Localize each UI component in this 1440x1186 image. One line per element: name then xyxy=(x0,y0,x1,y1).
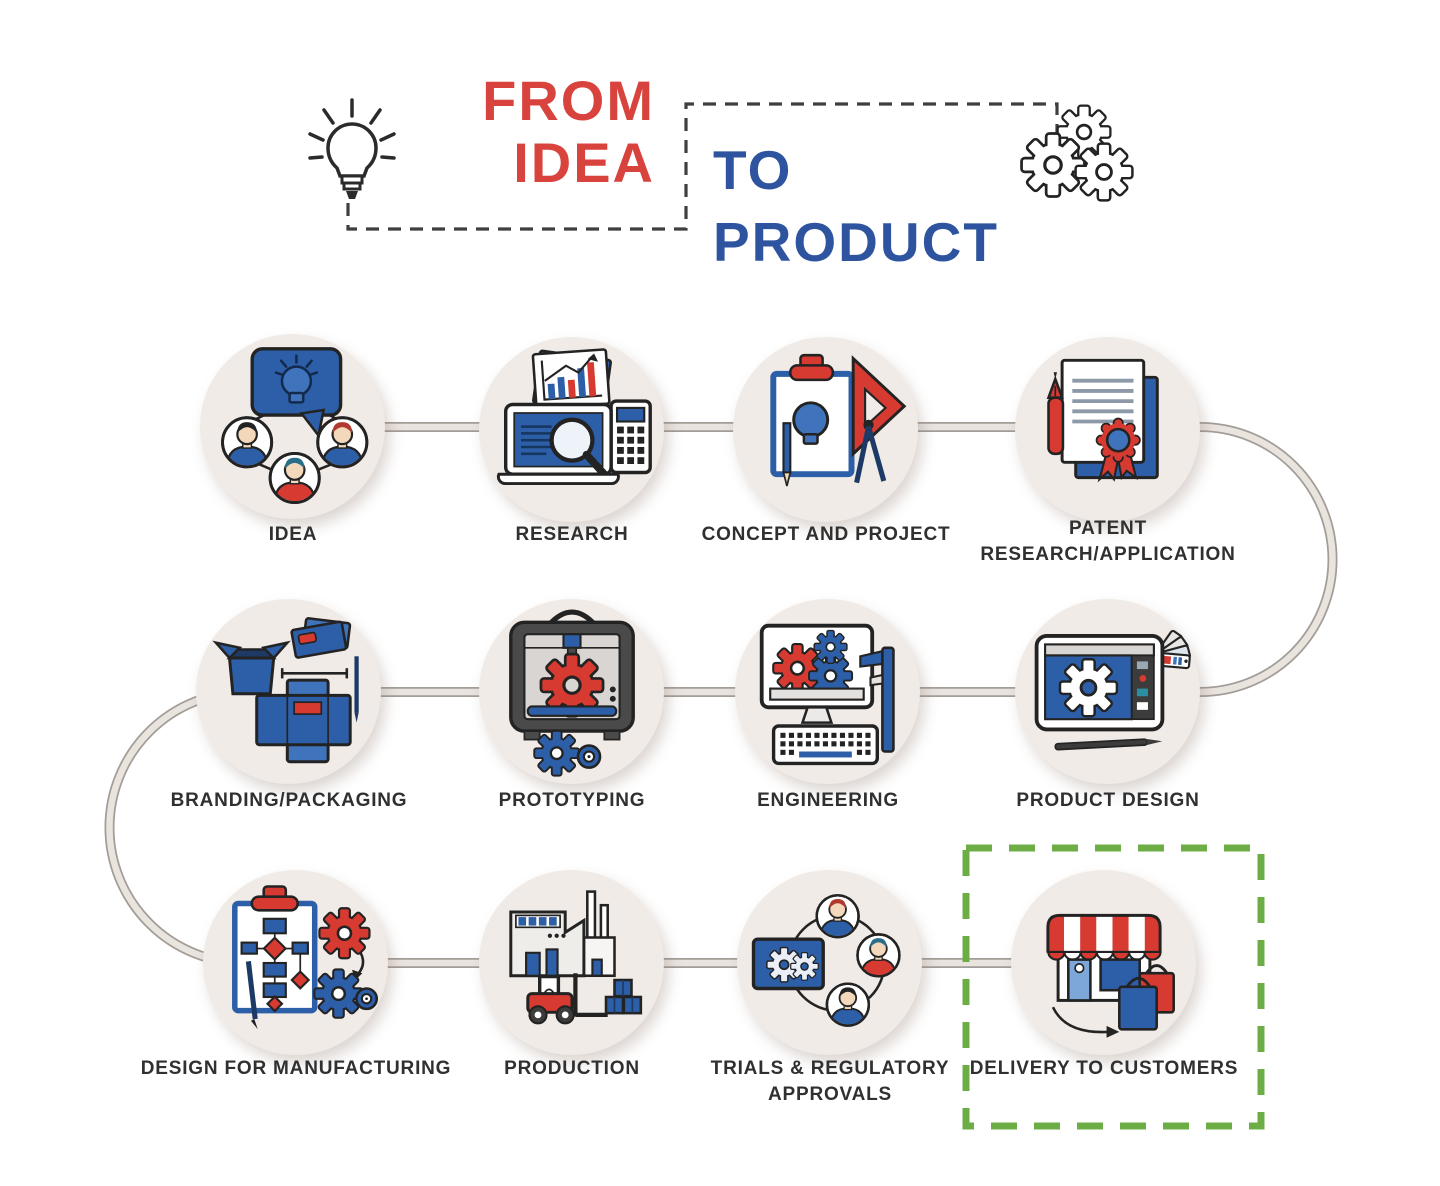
gears-icon xyxy=(1018,102,1143,217)
step-circle-engineering xyxy=(735,599,920,784)
branding-packaging-icon xyxy=(212,617,359,764)
step-circle-concept xyxy=(733,337,918,522)
step-label-delivery: DELIVERY TO CUSTOMERS xyxy=(969,1058,1239,1079)
prototyping-icon xyxy=(509,609,635,777)
step-label-research: RESEARCH xyxy=(515,524,629,545)
step-label-concept: CONCEPT AND PROJECT xyxy=(701,524,951,545)
step-circle-branding xyxy=(196,599,381,784)
step-label-dfm: DESIGN FOR MANUFACTURING xyxy=(140,1058,452,1079)
step-label-idea: IDEA xyxy=(268,524,318,545)
step-label-prototyping: PROTOTYPING xyxy=(498,790,646,811)
title-product: PRODUCT xyxy=(713,211,999,273)
step-circle-research xyxy=(479,337,664,522)
research-icon xyxy=(496,348,652,486)
step-label-branding: BRANDING/PACKAGING xyxy=(170,790,408,811)
step-label-engineering: ENGINEERING xyxy=(757,790,899,811)
step-label-patent: PATENT RESEARCH/APPLICATION xyxy=(980,518,1236,565)
step-circle-dfm xyxy=(203,870,388,1055)
step-label-trials: TRIALS & REGULATORY APPROVALS xyxy=(710,1058,950,1105)
step-circle-idea xyxy=(200,334,385,519)
step-circle-product-design xyxy=(1015,599,1200,784)
design-for-manufacturing-icon xyxy=(232,885,379,1030)
step-circle-delivery xyxy=(1011,870,1196,1055)
delivery-customers-icon xyxy=(1046,913,1175,1038)
idea-team-icon xyxy=(208,347,378,512)
concept-project-icon xyxy=(770,353,907,487)
trials-approvals-icon xyxy=(751,878,915,1048)
engineering-icon xyxy=(759,623,895,766)
title-to: TO xyxy=(713,139,793,201)
step-circle-trials xyxy=(737,870,922,1055)
title-from: FROM xyxy=(482,69,655,132)
title-idea: IDEA xyxy=(513,131,655,194)
step-circle-production xyxy=(479,870,664,1055)
step-circle-patent xyxy=(1015,337,1200,522)
product-design-icon xyxy=(1034,629,1192,751)
patent-icon xyxy=(1046,358,1159,483)
step-label-product-design: PRODUCT DESIGN xyxy=(1016,790,1200,811)
step-circle-prototyping xyxy=(479,599,664,784)
step-label-production: PRODUCTION xyxy=(504,1058,640,1079)
production-icon xyxy=(509,890,643,1025)
